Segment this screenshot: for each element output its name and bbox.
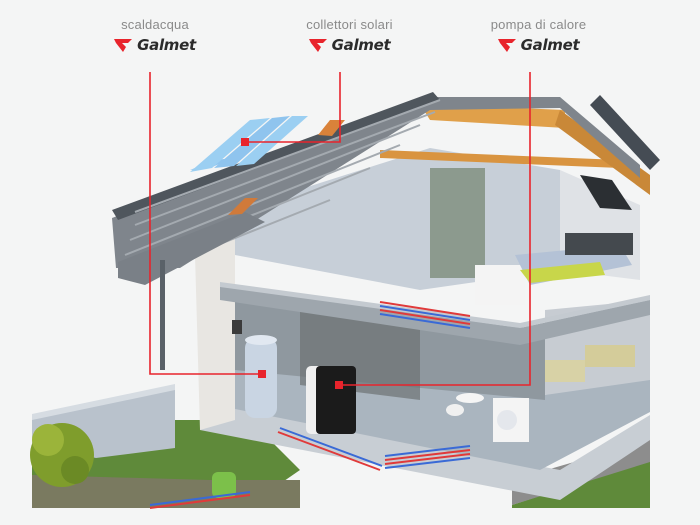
skylight-attic (580, 175, 632, 210)
underfloor-heating-first (379, 301, 471, 329)
ground-tank (212, 472, 236, 498)
callout-lines (149, 72, 531, 386)
bed (515, 233, 633, 285)
downpipe (160, 260, 165, 370)
galmet-wordmark: Galmet (520, 36, 580, 54)
lower-roof (118, 212, 265, 285)
galmet-wordmark: Galmet (137, 36, 196, 54)
sink (456, 393, 484, 403)
roof-beam-top (420, 104, 565, 128)
callout-label: pompa di calore (490, 17, 587, 32)
galmet-logo-icon (497, 39, 516, 52)
callout-scaldacqua: scaldacqua Galmet (95, 17, 215, 56)
bathroom-stone-wall (430, 168, 485, 278)
heat-pump (306, 366, 356, 434)
bush (30, 423, 94, 487)
callout-collettori-solari: collettori solari Galmet (287, 17, 412, 56)
toilet (446, 404, 464, 416)
galmet-logo: Galmet (497, 36, 580, 54)
callout-line-pompa (339, 72, 531, 386)
underfloor-heating-ground (277, 427, 471, 471)
callout-line-collettori (245, 72, 341, 143)
roof-beam-cross (380, 150, 620, 168)
galmet-logo-icon (114, 39, 133, 52)
roof-window (318, 120, 345, 136)
bathtub (475, 265, 525, 305)
marker-scaldacqua (258, 370, 266, 378)
callout-label: scaldacqua (121, 17, 189, 32)
rafter-right (555, 110, 650, 195)
house-exterior-wall (195, 228, 235, 430)
marker-pompa (335, 381, 343, 389)
first-floor-slab (220, 285, 650, 345)
marker-collettori (241, 138, 249, 146)
galmet-logo-icon (308, 39, 327, 52)
galmet-logo: Galmet (114, 36, 196, 54)
callout-markers (241, 138, 343, 389)
callout-line-scaldacqua (149, 72, 262, 375)
callout-label: collettori solari (306, 17, 393, 32)
galmet-logo: Galmet (308, 36, 391, 54)
callout-pompa-di-calore: pompa di calore Galmet (476, 17, 601, 56)
galmet-wordmark: Galmet (331, 36, 391, 54)
